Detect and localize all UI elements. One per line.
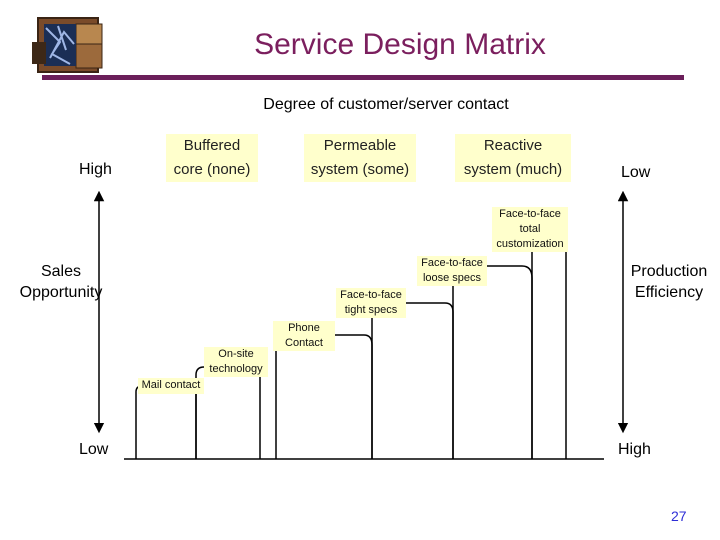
step-face-to-face-loose-specs: Face-to-face loose specs (417, 256, 487, 286)
left-axis-title: Sales Opportunity (8, 261, 114, 303)
step-label: Mail contact (141, 379, 201, 391)
right-axis-title-line1: Production (630, 263, 708, 280)
step-label-line1: On-site (218, 348, 254, 360)
column-header-line1: Permeable (323, 137, 397, 154)
column-header-line1: Reactive (483, 137, 543, 154)
step-on-site-technology: On-site technology (204, 347, 268, 377)
step-label-line2: tight specs (344, 304, 398, 316)
step-label-line1: Face-to-face (421, 257, 483, 269)
column-header-line2: system (much) (463, 161, 563, 178)
column-header-reactive: Reactive system (much) (455, 134, 571, 182)
column-header-line2: core (none) (173, 161, 251, 178)
stone-block-logo-icon (32, 17, 103, 73)
column-header-line1: Buffered (183, 137, 241, 154)
step-label-line1: Face-to-face (340, 289, 402, 301)
left-axis-top-label: High (79, 161, 112, 178)
right-axis-bottom-label: High (618, 441, 651, 458)
step-label-line1: Face-to-face (499, 208, 561, 220)
column-header-permeable: Permeable system (some) (304, 134, 416, 182)
right-axis-top-label: Low (621, 164, 651, 181)
step-label-line1: Phone (288, 322, 320, 334)
step-label-line3: customization (496, 238, 564, 250)
left-axis-bottom-label: Low (79, 441, 109, 458)
step-arc-1 (135, 385, 197, 459)
left-axis-title-line1: Sales (40, 263, 82, 280)
step-arc-4 (371, 302, 454, 459)
right-axis-title: Production Efficiency (622, 261, 716, 303)
step-label-line2: Contact (285, 337, 323, 349)
step-arc-5 (452, 265, 533, 459)
step-label-line2: technology (209, 363, 263, 375)
title-divider (42, 75, 684, 80)
step-mail-contact: Mail contact (138, 378, 204, 394)
column-header-line2: system (some) (310, 161, 410, 178)
step-face-to-face-tight-specs: Face-to-face tight specs (336, 288, 406, 318)
right-axis-title-line2: Efficiency (634, 284, 704, 301)
step-label-line2: loose specs (422, 272, 482, 284)
step-phone-contact: Phone Contact (273, 321, 335, 351)
left-axis-title-line2: Opportunity (19, 284, 103, 301)
step-arc-6 (531, 247, 567, 459)
step-arc-2 (195, 366, 261, 459)
step-face-to-face-total-customization: Face-to-face total customization (492, 207, 568, 252)
column-header-buffered: Buffered core (none) (166, 134, 258, 182)
step-arc-3 (275, 334, 373, 459)
slide-title: Service Design Matrix (254, 28, 546, 61)
page-number: 27 (671, 508, 687, 524)
subtitle: Degree of customer/server contact (263, 96, 509, 113)
step-label-line2: total (519, 223, 541, 235)
